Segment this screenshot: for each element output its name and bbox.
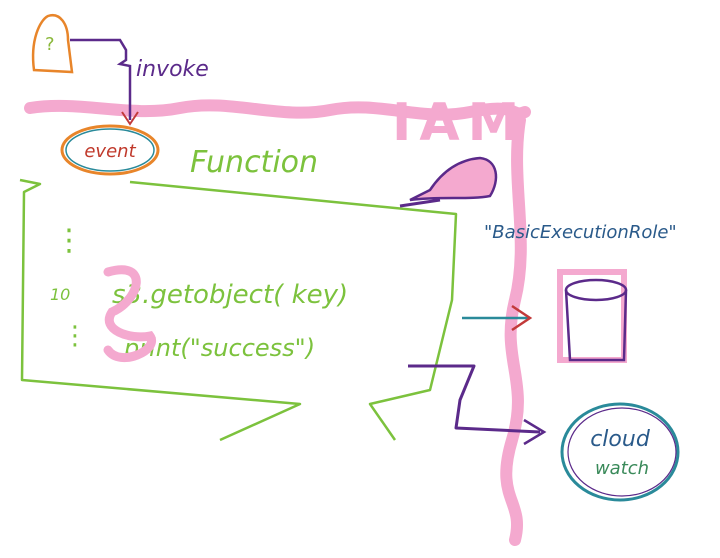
invoke-arrow [70,38,139,126]
role-label: "BasicExecutionRole" [484,222,677,243]
event-node: event [60,124,160,176]
svg-text:?: ? [45,34,55,55]
s3-bucket-icon [557,269,628,363]
cloudwatch-label-line1: cloud [590,427,651,452]
code-dots-top: ⋮ [54,223,84,258]
s3-arrow [462,304,533,332]
function-box [19,178,458,442]
code-line-number: 10 [50,285,70,304]
iam-label: IAM [392,93,527,153]
code-line-10: s3.getobject( key) [112,280,348,310]
cloudwatch-label-line2: watch [595,458,649,479]
invoke-label: invoke [136,57,209,82]
cloudwatch-arrow [408,364,547,446]
event-label: event [84,141,136,162]
code-dots-bottom: ⋮ [62,321,88,351]
function-label: Function [190,145,318,180]
code-highlights [103,265,156,363]
iam-boundary [24,99,531,546]
cloudwatch-circle-icon [560,402,680,502]
cap-icon [399,156,498,208]
user-with-question-icon: ? [31,13,74,74]
